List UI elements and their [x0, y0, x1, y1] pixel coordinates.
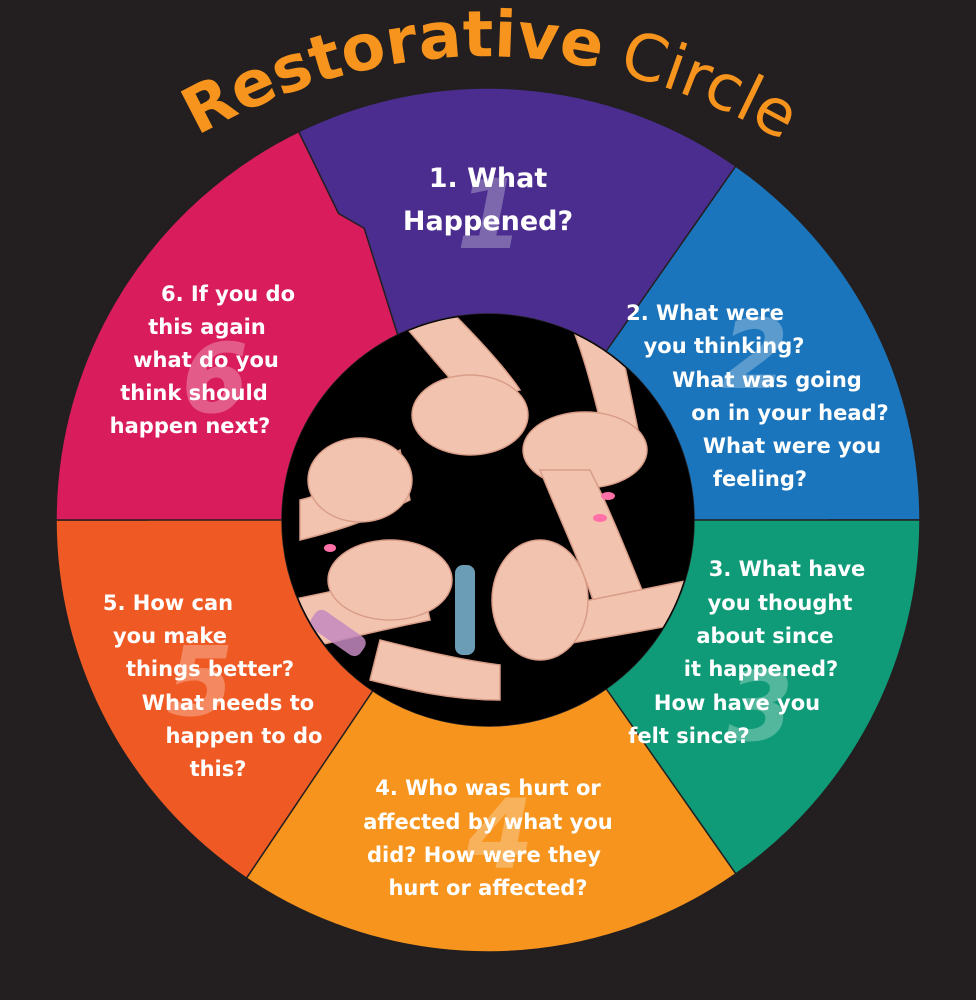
segment-6-line-1: 6. If you do — [161, 282, 295, 306]
segment-2-line-1: 2. What were — [626, 301, 784, 325]
segment-6-line-2: this again — [148, 315, 266, 339]
segment-6-line-5: happen next? — [110, 414, 271, 438]
segment-5-line-1: 5. How can — [103, 591, 233, 615]
segment-5-line-3: things better? — [126, 657, 294, 681]
segment-3-line-3: about since — [696, 624, 833, 648]
segment-3-line-6: felt since? — [628, 724, 749, 748]
segment-6-line-4: think should — [120, 381, 267, 405]
segment-5-line-4: What needs to — [142, 691, 314, 715]
segment-2-line-3: What was going — [672, 368, 862, 392]
segment-2-line-6: feeling? — [713, 467, 807, 491]
segment-6-line-3: what do you — [133, 348, 279, 372]
segment-2-line-5: What were you — [703, 434, 881, 458]
segment-1-line-1: 1. What — [429, 163, 548, 194]
segment-3-line-5: How have you — [654, 691, 820, 715]
segment-1-line-2: Happened? — [403, 206, 573, 237]
segment-4-line-4: hurt or affected? — [388, 876, 587, 900]
segment-5-line-6: this? — [190, 757, 247, 781]
segment-3-line-4: it happened? — [684, 657, 838, 681]
segment-4-line-1: 4. Who was hurt or — [375, 776, 601, 800]
segment-4-line-2: affected by what you — [363, 810, 612, 834]
segment-3-line-1: 3. What have — [709, 557, 866, 581]
segment-5-line-2: you make — [113, 624, 227, 648]
segment-4-line-3: did? How were they — [367, 843, 601, 867]
segment-5-line-5: happen to do — [166, 724, 323, 748]
segment-2-line-2: you thinking? — [644, 334, 805, 358]
segment-2-line-4: on in your head? — [691, 401, 888, 425]
segment-3-line-2: you thought — [708, 591, 853, 615]
